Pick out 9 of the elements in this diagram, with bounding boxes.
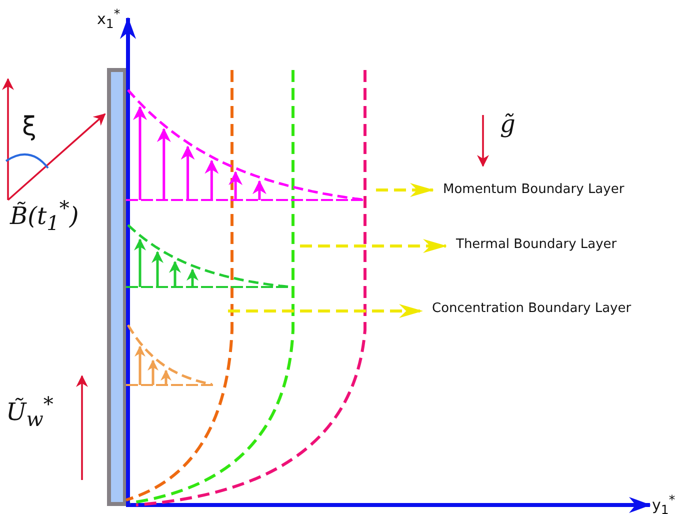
layer-label: Concentration Boundary Layer: [432, 301, 632, 316]
field-label: B̃(t$_{1}$$^{*}$): [10, 196, 79, 235]
leader-arrow: [300, 239, 447, 253]
leader-arrow: [376, 183, 434, 197]
gravity-label: g̃: [500, 110, 516, 138]
layer-label: Thermal Boundary Layer: [456, 237, 617, 252]
leader-arrow: [228, 304, 423, 318]
angle-label: ξ: [22, 112, 36, 142]
layer-label: Momentum Boundary Layer: [443, 182, 624, 197]
